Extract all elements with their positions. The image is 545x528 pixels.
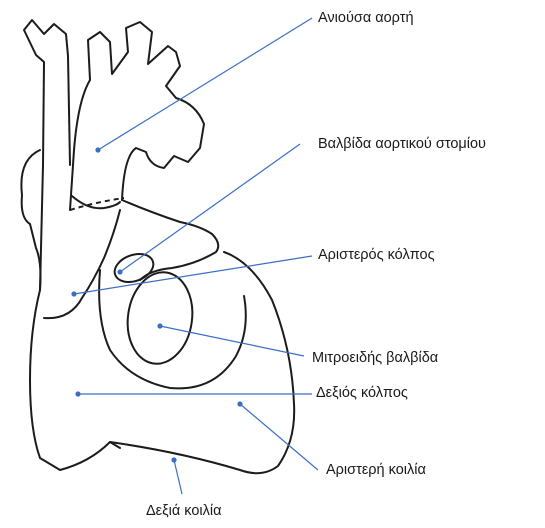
label-left-atrium: Αριστερός κόλπος: [318, 248, 435, 263]
anchor-dots: [71, 147, 242, 462]
leader-right-ventricle: [174, 460, 182, 494]
label-left-ventricle: Αριστερή κοιλία: [326, 463, 426, 478]
dot-aortic-valve: [117, 269, 122, 274]
dot-left-atrium: [71, 291, 76, 296]
label-right-atrium: Δεξιός κόλπος: [316, 386, 408, 401]
label-mitral-valve: Μιτροειδής βαλβίδα: [312, 351, 438, 366]
dot-right-ventricle: [171, 457, 176, 462]
leader-ascending-aorta: [98, 18, 312, 150]
leader-aortic-valve: [120, 144, 300, 272]
inferior-border-outline: [110, 252, 294, 473]
leader-left-ventricle: [240, 404, 318, 470]
dot-left-ventricle: [237, 401, 242, 406]
dot-right-atrium: [75, 391, 80, 396]
leader-lines: [74, 18, 318, 494]
dot-ascending-aorta: [95, 147, 100, 152]
septum-outline: [44, 210, 120, 318]
mitral-valve-ellipse: [122, 268, 198, 368]
dot-mitral-valve: [157, 323, 162, 328]
label-aortic-valve: Βαλβίδα αορτικού στομίου: [318, 137, 486, 152]
aortic-arch-outline: [70, 22, 204, 210]
heart-outline: [21, 20, 294, 473]
label-right-ventricle: Δεξιά κοιλία: [146, 504, 222, 519]
label-ascending-aorta: Ανιούσα αορτή: [318, 11, 414, 26]
